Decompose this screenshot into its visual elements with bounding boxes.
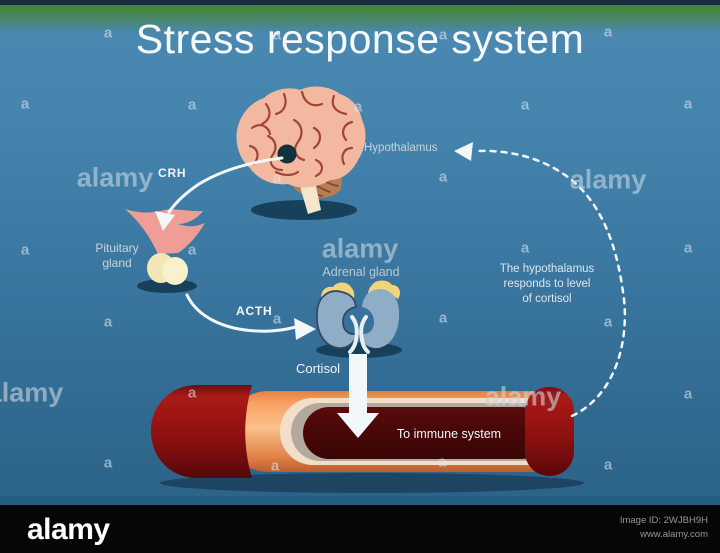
ureters (348, 315, 370, 354)
footer-meta: Image ID: 2WJBH9H www.alamy.com (620, 514, 708, 542)
feedback-line3: of cortisol (522, 293, 572, 305)
pituitary-label-line2: gland (102, 256, 132, 270)
kidney-left (316, 290, 357, 349)
crh-label: CRH (158, 166, 187, 180)
hypothalamus-label: Hypothalamus (364, 142, 438, 154)
feedback-line2: responds to level (503, 278, 591, 290)
brain-sulci (248, 90, 354, 178)
acth-label: ACTH (236, 304, 273, 318)
alamy-logo: alamy (27, 513, 110, 546)
pituitary-gland-illustration (125, 209, 205, 293)
crh-arrow (155, 156, 284, 231)
blood-vessel-illustration (151, 385, 584, 493)
feedback-arrowhead (454, 142, 473, 161)
footer-bar: alamy Image ID: 2WJBH9H www.alamy.com (0, 505, 720, 553)
acth-arrowhead (294, 318, 316, 340)
cortisol-label: Cortisol (296, 361, 341, 376)
top-border-strip (0, 0, 720, 5)
feedback-dashed-arrow (454, 142, 627, 418)
vessel-outer-right-cap (525, 387, 574, 476)
pituitary-lobe-front (162, 257, 188, 285)
to-immune-system-label: To immune system (396, 427, 502, 441)
feedback-line1: The hypothalamus (499, 263, 595, 275)
hypothalamus-dot (277, 144, 297, 164)
page-title: Stress response system (135, 16, 585, 62)
kidney-right (361, 289, 400, 349)
brain-illustration (236, 86, 366, 220)
vessel-outer-left (151, 385, 252, 478)
adrenal-glands-illustration (316, 280, 402, 358)
image-id-text: Image ID: 2WJBH9H (619, 515, 708, 526)
cortisol-arrow (337, 354, 379, 438)
acth-arrow (185, 293, 316, 340)
website-url-text: www.alamy.com (640, 529, 708, 540)
feedback-caption: The hypothalamus responds to level of co… (479, 262, 615, 307)
brain-shadow (251, 200, 357, 220)
pituitary-funnel (125, 209, 205, 254)
footer-blue-strip (0, 496, 720, 505)
adrenal-gland-label: Adrenal gland (322, 265, 400, 279)
pituitary-gland-label: Pituitary gland (86, 241, 148, 271)
crh-arrowhead (155, 211, 175, 231)
vessel-shadow (160, 473, 584, 493)
pituitary-label-line1: Pituitary (95, 241, 139, 255)
